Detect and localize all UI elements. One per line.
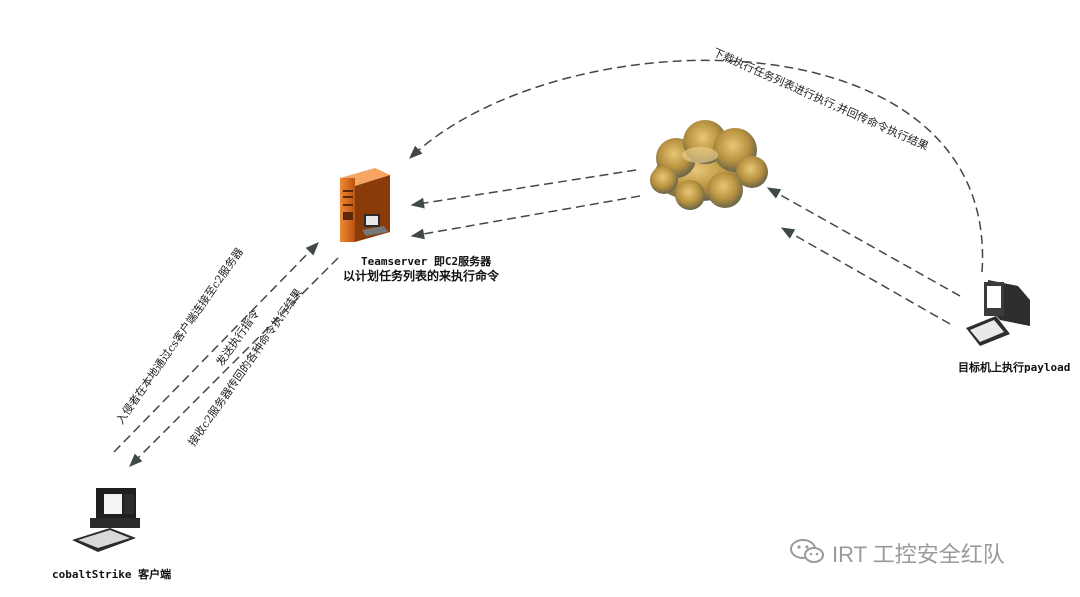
- cloud-icon: [650, 120, 768, 210]
- client-to-server-arrow: [113, 242, 319, 453]
- watermark-text: IRT 工控安全红队: [832, 542, 1005, 567]
- client-computer-icon: [72, 488, 140, 552]
- teamserver-title: Teamserver 即C2服务器: [361, 255, 492, 268]
- wechat-icon: [790, 539, 824, 563]
- target-to-cloud-arrow-2: [780, 227, 951, 325]
- teamserver-description: 以计划任务列表的来执行命令: [343, 269, 500, 283]
- top-arc-arrow: [409, 59, 984, 273]
- client-label: cobaltStrike 客户端: [52, 568, 172, 581]
- server-icon: [340, 168, 390, 242]
- target-label: 目标机上执行payload: [958, 361, 1071, 374]
- cloud-to-server-arrow-2: [410, 195, 641, 240]
- server-to-client-arrow: [129, 257, 339, 467]
- cloud-to-server-arrow-1: [410, 169, 637, 209]
- target-to-cloud-arrow-1: [766, 187, 961, 297]
- target-computer-icon: [966, 280, 1030, 346]
